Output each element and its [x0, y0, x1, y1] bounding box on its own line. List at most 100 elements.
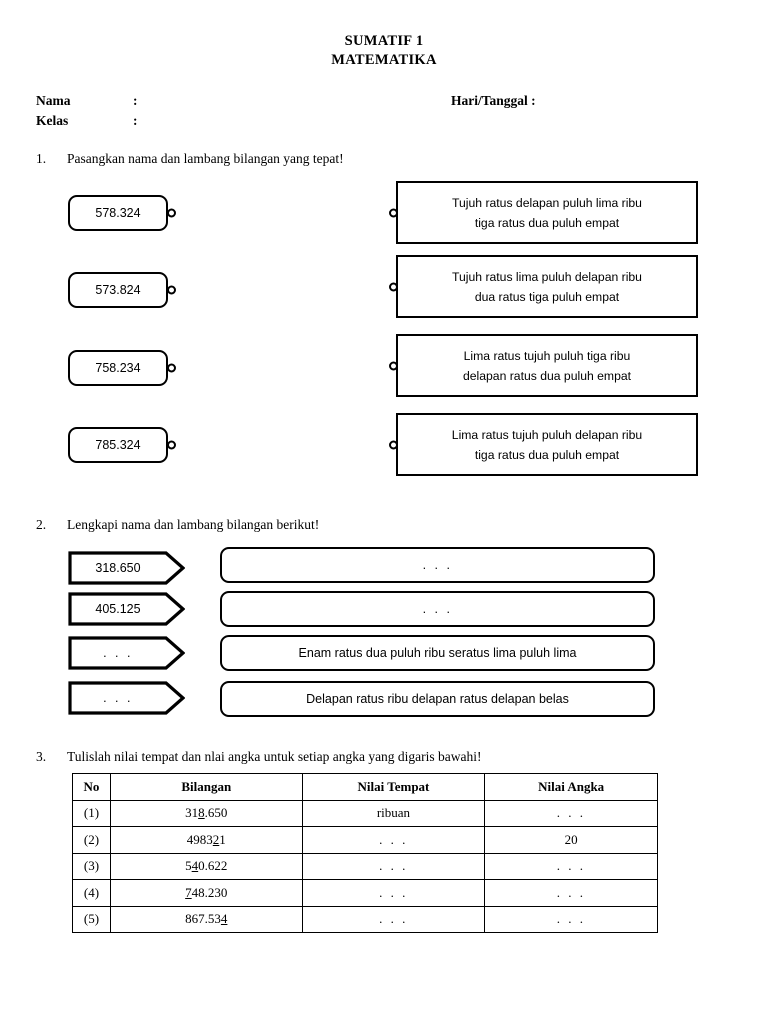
kelas-colon: :: [133, 113, 138, 128]
table-header-row: No Bilangan Nilai Tempat Nilai Angka: [72, 773, 658, 801]
table-row: (2) 498321 . . . 20: [72, 826, 658, 854]
q2-answer-bar-3[interactable]: Enam ratus dua puluh ribu seratus lima p…: [220, 635, 655, 671]
identity-row-kelas: Kelas :: [36, 111, 736, 131]
q2-answer-value-3: Enam ratus dua puluh ribu seratus lima p…: [298, 646, 577, 660]
question-1-number: 1.: [36, 151, 47, 166]
row-1-no: (1): [72, 799, 111, 827]
row-4-bil-underlined: 7: [185, 884, 192, 900]
connector-knob-icon[interactable]: [389, 282, 398, 291]
question-3-number: 3.: [36, 749, 47, 764]
row-5-bil-pre: 867.53: [185, 911, 221, 927]
q1-number-value-1: 578.324: [95, 206, 141, 220]
q1-number-capsule-4[interactable]: 785.324: [68, 427, 176, 463]
row-5-nilai-angka[interactable]: . . .: [484, 905, 658, 933]
table-header-bilangan: Bilangan: [109, 773, 303, 801]
row-3-bilangan: 540.622: [109, 852, 303, 880]
q1-number-capsule-2[interactable]: 573.824: [68, 272, 176, 308]
row-4-no: (4): [72, 879, 111, 907]
title-line-1: SUMATIF 1: [344, 33, 424, 49]
title-line-2: MATEMATIKA: [331, 52, 437, 68]
question-1-text: Pasangkan nama dan lambang bilangan yang…: [67, 151, 344, 166]
tanggal-label: Hari/Tanggal :: [451, 93, 536, 108]
q1-word-box-4[interactable]: Lima ratus tujuh puluh delapan ribu tiga…: [389, 413, 698, 476]
row-4-bil-post: 48.230: [191, 884, 228, 900]
q1-word-box-2[interactable]: Tujuh ratus lima puluh delapan ribu dua …: [389, 255, 698, 318]
q2-answer-bar-4[interactable]: Delapan ratus ribu delapan ratus delapan…: [220, 681, 655, 717]
q1-word-box-1-text: Tujuh ratus delapan puluh lima ribu tiga…: [452, 193, 642, 233]
q1-word-box-3-text: Lima ratus tujuh puluh tiga ribu delapan…: [463, 346, 631, 386]
connector-knob-icon[interactable]: [167, 285, 176, 295]
row-1-bil-post: .650: [204, 805, 228, 821]
q1-word-box-3[interactable]: Lima ratus tujuh puluh tiga ribu delapan…: [389, 334, 698, 397]
q1-number-value-4: 785.324: [95, 438, 141, 452]
connector-knob-icon[interactable]: [167, 208, 176, 218]
q1-word-box-4-line2: tiga ratus dua puluh empat: [474, 447, 620, 462]
q1-word-box-2-text: Tujuh ratus lima puluh delapan ribu dua …: [452, 267, 642, 307]
q2-arrow-box-2[interactable]: 405.125: [68, 592, 185, 626]
q2-arrow-value-3: . . .: [103, 646, 133, 660]
row-2-nilai-tempat[interactable]: . . .: [301, 826, 486, 854]
connector-knob-icon[interactable]: [167, 363, 176, 373]
place-value-table: No Bilangan Nilai Tempat Nilai Angka (1)…: [72, 773, 658, 933]
pentagon-arrow-icon: [68, 681, 185, 715]
connector-knob-icon[interactable]: [167, 440, 176, 450]
q1-number-value-2: 573.824: [95, 283, 141, 297]
connector-knob-icon[interactable]: [389, 440, 398, 449]
row-5-bilangan: 867.534: [109, 905, 303, 933]
q2-arrow-value-4: . . .: [103, 691, 133, 705]
row-2-nilai-angka[interactable]: 20: [484, 826, 658, 854]
q1-word-box-4-line1: Lima ratus tujuh puluh delapan ribu: [451, 427, 643, 442]
q1-word-box-1-line2: tiga ratus dua puluh empat: [474, 215, 620, 230]
row-5-nilai-tempat[interactable]: . . .: [301, 905, 486, 933]
connector-knob-icon[interactable]: [389, 208, 398, 217]
q1-number-capsule-1[interactable]: 578.324: [68, 195, 176, 231]
q2-answer-bar-1[interactable]: . . .: [220, 547, 655, 583]
q2-arrow-box-3[interactable]: . . .: [68, 636, 185, 670]
row-4-nilai-tempat[interactable]: . . .: [301, 879, 486, 907]
row-5-bil-underlined: 4: [220, 911, 228, 927]
connector-knob-icon[interactable]: [389, 361, 398, 370]
row-3-bil-post: 0.622: [198, 858, 228, 874]
row-2-bilangan: 498321: [109, 826, 303, 854]
q1-word-box-3-line1: Lima ratus tujuh puluh tiga ribu: [463, 348, 631, 363]
kelas-label: Kelas: [36, 113, 69, 128]
q2-answer-value-1: . . .: [422, 558, 453, 572]
q1-word-box-4-text: Lima ratus tujuh puluh delapan ribu tiga…: [452, 425, 642, 465]
q1-number-value-3: 758.234: [95, 361, 141, 375]
row-2-bil-pre: 4983: [186, 831, 213, 847]
question-2-text: Lengkapi nama dan lambang bilangan berik…: [67, 517, 320, 532]
question-2-number: 2.: [36, 517, 47, 532]
row-1-nilai-tempat[interactable]: ribuan: [301, 799, 486, 827]
q2-arrow-value-2: 405.125: [95, 602, 141, 616]
q2-answer-value-4: Delapan ratus ribu delapan ratus delapan…: [306, 692, 569, 706]
q1-word-box-1[interactable]: Tujuh ratus delapan puluh lima ribu tiga…: [389, 181, 698, 244]
q1-word-box-3-line2: delapan ratus dua puluh empat: [462, 368, 632, 383]
row-1-bil-pre: 31: [185, 805, 199, 821]
row-4-bilangan: 748.230: [109, 879, 303, 907]
table-row: (4) 748.230 . . . . . .: [72, 879, 658, 907]
row-3-nilai-tempat[interactable]: . . .: [301, 852, 486, 880]
q1-word-box-2-line2: dua ratus tiga puluh empat: [474, 289, 620, 304]
question-3-text: Tulislah nilai tempat dan nlai angka unt…: [67, 749, 482, 764]
row-1-bil-underlined: 8: [198, 805, 205, 821]
row-1-nilai-angka[interactable]: . . .: [484, 799, 658, 827]
identity-row-nama: Nama : Hari/Tanggal :: [36, 91, 736, 111]
row-4-nilai-angka[interactable]: . . .: [484, 879, 658, 907]
row-3-nilai-angka[interactable]: . . .: [484, 852, 658, 880]
q2-arrow-value-1: 318.650: [95, 561, 141, 575]
pentagon-arrow-icon: [68, 636, 185, 670]
q1-number-capsule-3[interactable]: 758.234: [68, 350, 176, 386]
q2-answer-bar-2[interactable]: . . .: [220, 591, 655, 627]
q2-arrow-box-4[interactable]: . . .: [68, 681, 185, 715]
table-row: (3) 540.622 . . . . . .: [72, 852, 658, 880]
table-header-no: No: [72, 773, 111, 801]
row-2-no: (2): [72, 826, 111, 854]
q2-answer-value-2: . . .: [422, 602, 453, 616]
q2-arrow-box-1[interactable]: 318.650: [68, 551, 185, 585]
row-2-bil-post: 1: [219, 831, 226, 847]
nama-colon: :: [133, 93, 138, 108]
table-row: (1) 318.650 ribuan . . .: [72, 799, 658, 827]
row-3-bil-underlined: 4: [191, 858, 199, 874]
table-header-nilai-angka: Nilai Angka: [484, 773, 658, 801]
